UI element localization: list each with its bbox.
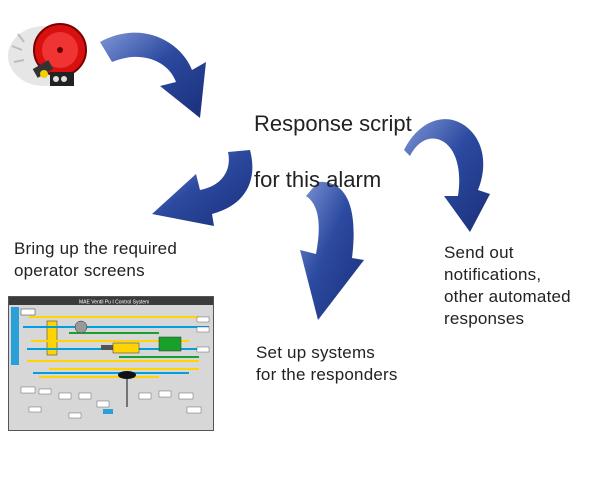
screen-title-bar: MAE Ventil Pu I Control System <box>79 300 149 306</box>
arrow-bell-to-script <box>100 32 206 119</box>
operator-screen-graphic: MAE Ventil Pu I Control System <box>9 297 213 419</box>
title-line-1: Response script <box>254 111 412 136</box>
arrow-to-notifications <box>404 119 490 232</box>
step-operator-screens: Bring up the required operator screens <box>14 239 177 280</box>
step-notifications: Send out notifications, other automated … <box>444 243 571 328</box>
operator-screen-thumbnail: MAE Ventil Pu I Control System <box>8 296 214 431</box>
response-script-title: Response script for this alarm <box>254 82 454 194</box>
step-setup-systems: Set up systems for the responders <box>256 343 398 384</box>
alarm-bell-icon <box>8 23 87 86</box>
arrow-to-systems <box>300 181 364 320</box>
arrow-to-screens <box>152 150 253 226</box>
title-line-2: for this alarm <box>254 167 382 192</box>
